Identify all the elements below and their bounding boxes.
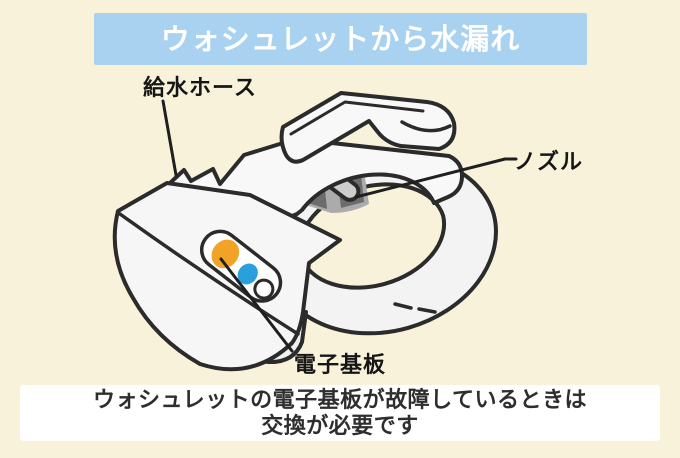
nozzle-leader-line <box>354 157 518 199</box>
lid-edge-line <box>289 100 425 136</box>
board-leader-line <box>219 257 294 353</box>
control-box-ridge <box>118 212 300 336</box>
board-label: 電子基板 <box>294 353 387 378</box>
seat-bumpers <box>393 302 437 314</box>
hose-label: 給水ホース <box>143 76 257 101</box>
nozzle-label: ノズル <box>514 150 584 175</box>
title-text: ウォシュレットから水漏れ <box>160 22 521 56</box>
hose-leader-line <box>161 99 178 177</box>
title-banner: ウォシュレットから水漏れ <box>94 13 587 65</box>
caption-line-2: 交換が必要です <box>261 414 419 439</box>
orange-button <box>211 239 240 269</box>
lid-hinge-curve <box>400 120 452 133</box>
caption-box: ウォシュレットの電子基板が故障しているときは 交換が必要です <box>20 385 660 441</box>
white-button <box>253 278 275 300</box>
caption-line-1: ウォシュレットの電子基板が故障しているときは <box>93 388 587 413</box>
blue-button <box>237 263 258 285</box>
